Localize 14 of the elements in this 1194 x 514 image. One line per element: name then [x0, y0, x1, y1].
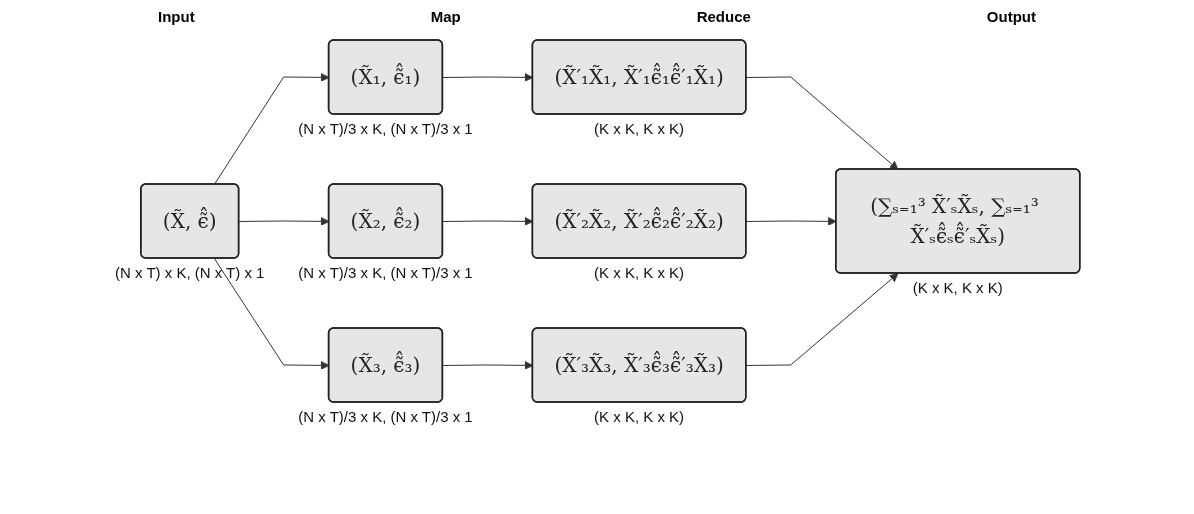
dimension-note: (N x T)/3 x K, (N x T)/3 x 1 — [297, 407, 473, 425]
column-heading: Output — [986, 8, 1036, 27]
dimension-note: (K x K, K x K) — [593, 407, 684, 425]
column-heading: Map — [430, 8, 461, 27]
dimension-note: (K x K, K x K) — [912, 279, 1003, 296]
arrow — [745, 273, 898, 366]
column-heading: Reduce — [696, 8, 751, 27]
dimension-note: (N x T)/3 x K, (N x T)/3 x 1 — [297, 120, 473, 137]
arrow — [745, 76, 898, 170]
dimension-note: (N x T)/3 x K, (N x T)/3 x 1 — [297, 264, 473, 281]
dimension-note: (K x K, K x K) — [593, 120, 684, 137]
column-heading: Input — [158, 8, 195, 27]
dimension-note: (N x T) x K, (N x T) x 1 — [114, 264, 264, 281]
dimension-note: (K x K, K x K) — [593, 264, 684, 281]
